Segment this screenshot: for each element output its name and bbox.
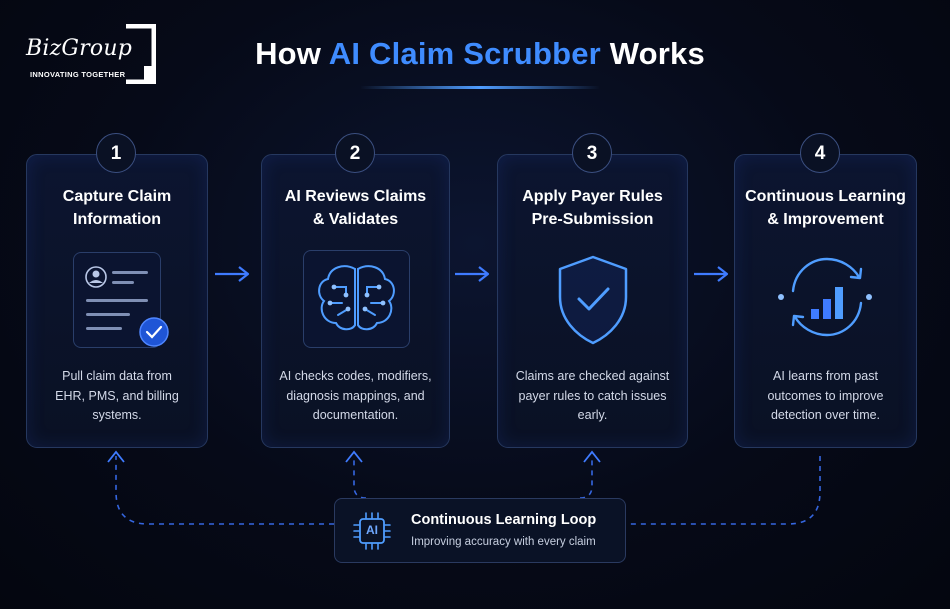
step-2-title-line-2: & Validates (312, 211, 399, 228)
step-3-title-line-1: Apply Payer Rules (522, 188, 663, 205)
arrow-right-icon (455, 266, 490, 282)
ai-brain-icon (303, 250, 410, 348)
step-card-2: AI Reviews Claims & Validates (261, 154, 450, 448)
step-badge-3: 3 (572, 133, 612, 173)
step-4-title-line-2: & Improvement (767, 211, 884, 228)
step-card-3: Apply Payer Rules Pre-Submission Claims … (497, 154, 688, 448)
step-3-desc-line-3: early. (577, 408, 608, 422)
loop-arrowhead-step-1 (107, 450, 125, 463)
step-2-desc-line-2: diagnosis mappings, and (286, 388, 425, 403)
step-badge-4: 4 (800, 133, 840, 173)
loop-subtitle: Improving accuracy with every claim (411, 536, 596, 548)
ai-chip-label: AI (366, 523, 378, 537)
logo-frame (126, 24, 156, 84)
step-4-title-line-1: Continuous Learning (745, 188, 906, 205)
title-underline-glow (360, 86, 600, 89)
loop-arrowhead-step-2 (345, 450, 363, 463)
loop-arrowhead-step-3 (583, 450, 601, 463)
title-prefix: How (255, 36, 322, 71)
logo-tagline: INNOVATING TOGETHER (30, 70, 126, 79)
shield-check-icon (558, 255, 628, 345)
step-4-desc-line-1: AI learns from past (773, 369, 878, 383)
logo-name: BizGroup (26, 36, 132, 61)
step-1-title: Capture Claim Information (27, 185, 207, 231)
step-1-desc-line-3: systems. (92, 408, 142, 422)
step-2-description: AI checks codes, modifiers, diagnosis ma… (272, 367, 439, 426)
step-4-desc-line-3: detection over time. (770, 408, 881, 422)
page-title: How AI Claim Scrubber Works (200, 36, 760, 72)
step-4-title: Continuous Learning & Improvement (735, 185, 916, 231)
cycle-chart-icon (778, 257, 872, 337)
step-2-title: AI Reviews Claims & Validates (262, 185, 449, 231)
loop-title: Continuous Learning Loop (411, 512, 597, 528)
step-3-title-line-2: Pre-Submission (531, 211, 654, 228)
step-1-desc-line-2: EHR, PMS, and billing (55, 388, 179, 403)
document-check-icon (73, 252, 169, 348)
step-1-description: Pull claim data from EHR, PMS, and billi… (37, 367, 197, 426)
loop-line-to-step-2 (353, 456, 367, 499)
loop-line-to-step-3 (579, 456, 593, 499)
arrow-right-icon (694, 266, 729, 282)
step-badge-2: 2 (335, 133, 375, 173)
ai-chip-icon (353, 512, 391, 550)
step-3-desc-line-2: payer rules to catch issues (518, 388, 667, 403)
step-card-1: Capture Claim Information Pull claim dat… (26, 154, 208, 448)
title-accent: AI Claim Scrubber (328, 36, 601, 71)
bizgroup-logo: BizGroup INNOVATING TOGETHER (22, 24, 156, 84)
loop-line-to-step-1 (115, 456, 334, 525)
step-1-title-line-1: Capture Claim (62, 188, 172, 205)
step-card-4: Continuous Learning & Improvement AI lea… (734, 154, 917, 448)
step-2-title-line-1: AI Reviews Claims (284, 188, 427, 205)
step-2-desc-line-3: documentation. (312, 408, 399, 422)
step-2-desc-line-1: AI checks codes, modifiers, (279, 369, 432, 383)
step-4-desc-line-2: outcomes to improve (767, 388, 884, 403)
title-suffix: Works (609, 36, 705, 71)
step-badge-1: 1 (96, 133, 136, 173)
continuous-learning-loop-box: AI Continuous Learning Loop Improving ac… (334, 498, 626, 563)
step-1-title-line-2: Information (73, 211, 161, 228)
step-3-desc-line-1: Claims are checked against (515, 369, 670, 383)
step-4-description: AI learns from past outcomes to improve … (745, 367, 906, 426)
loop-line-from-step-4 (624, 456, 821, 525)
step-3-description: Claims are checked against payer rules t… (508, 367, 677, 426)
arrow-right-icon (215, 266, 250, 282)
step-1-desc-line-1: Pull claim data from (62, 369, 172, 383)
step-3-title: Apply Payer Rules Pre-Submission (498, 185, 687, 231)
